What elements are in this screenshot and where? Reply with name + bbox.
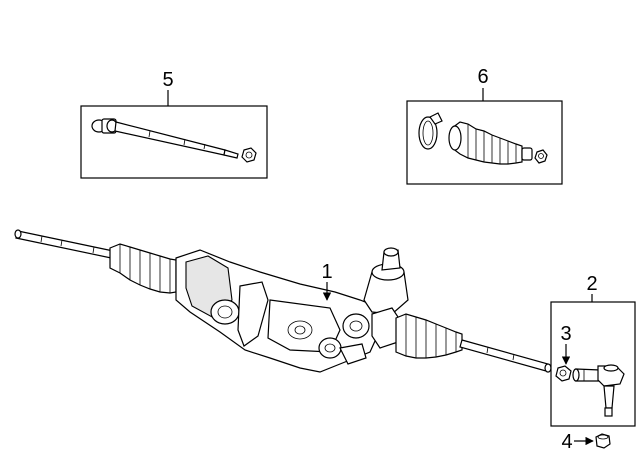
- part-6-group: 6: [406, 66, 563, 185]
- outer-tie-rod-end[interactable]: [572, 364, 625, 417]
- part-5-group: 5: [80, 69, 268, 179]
- boot-clamp[interactable]: [418, 112, 443, 150]
- tie-rod-end-nut[interactable]: [595, 433, 611, 449]
- part-2-box: [550, 301, 636, 427]
- part-4-group: 4: [561, 431, 611, 453]
- callout-5: 5: [162, 69, 173, 91]
- jam-nut[interactable]: [241, 147, 257, 163]
- callout-1: 1: [321, 261, 332, 283]
- outer-tie-rod-nut[interactable]: [555, 365, 572, 382]
- steering-gear-assembly[interactable]: [14, 229, 552, 373]
- part-2-group: 2 3: [550, 273, 636, 427]
- rack-boot[interactable]: [448, 121, 533, 165]
- callout-3: 3: [560, 323, 571, 345]
- inner-tie-rod[interactable]: [91, 118, 239, 159]
- callout-4: 4: [561, 431, 572, 453]
- callout-2: 2: [586, 273, 597, 295]
- callout-6: 6: [477, 66, 488, 88]
- boot-nut[interactable]: [534, 149, 548, 164]
